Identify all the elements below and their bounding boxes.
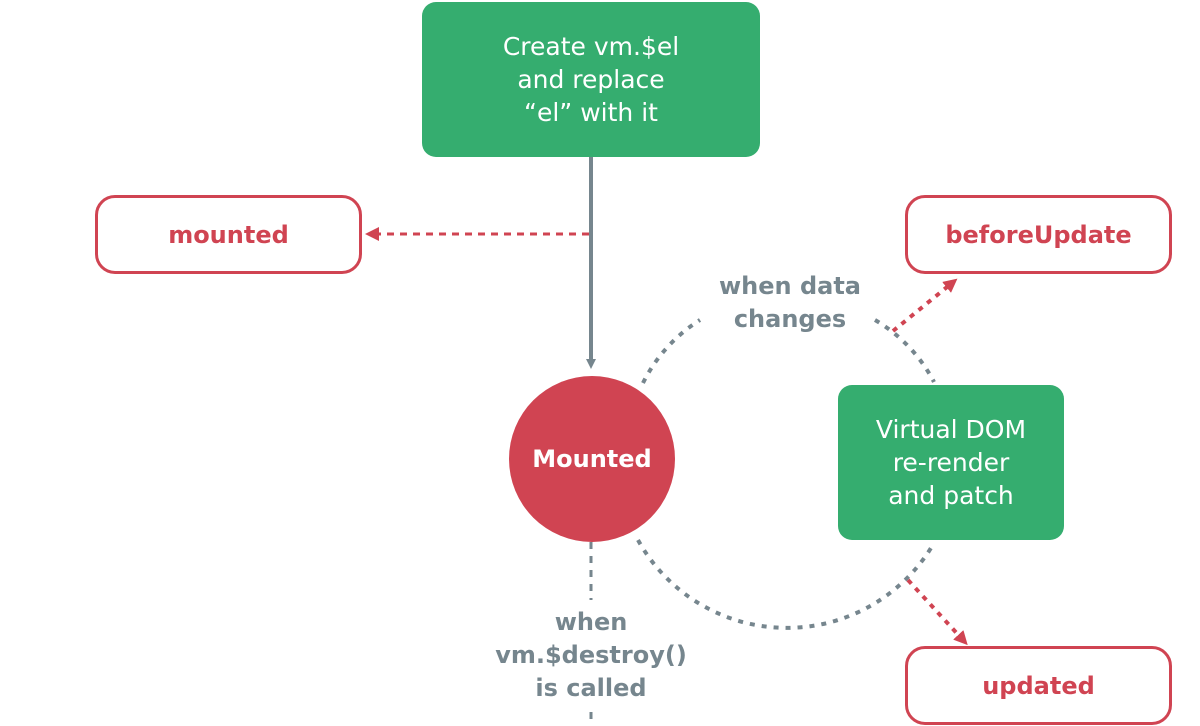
vdom-line: Virtual DOM [875, 415, 1027, 444]
vdom-line: and patch [888, 481, 1014, 510]
mounted-state-label: Mounted [532, 445, 652, 473]
mounted-hook-label: mounted [168, 220, 289, 249]
label-line: is called [535, 674, 647, 702]
when-destroy-label: when vm.$destroy() is called [471, 606, 711, 705]
vdom-rerender-box: Virtual DOM re-render and patch [838, 385, 1064, 540]
mounted-hook: mounted [95, 195, 362, 274]
create-el-box: Create vm.$el and replace “el” with it [422, 2, 760, 157]
create-el-line: and replace [517, 65, 665, 94]
create-el-line: Create vm.$el [502, 32, 680, 61]
when-data-changes-label: when data changes [695, 270, 885, 336]
update-loop-arc-bottom [636, 539, 936, 630]
update-loop-arc-top [641, 318, 702, 384]
create-el-line: “el” with it [524, 98, 658, 127]
updated-hook-label: updated [982, 671, 1095, 700]
arrow-to-before-update [891, 278, 958, 333]
vdom-line: re-render [892, 448, 1010, 477]
label-line: when data [718, 272, 862, 300]
before-update-hook-label: beforeUpdate [945, 220, 1132, 249]
mounted-state-circle: Mounted [509, 376, 675, 542]
label-line: vm.$destroy() [495, 641, 687, 669]
updated-hook: updated [905, 646, 1172, 725]
label-line: when [554, 608, 628, 636]
arrow-to-updated [906, 578, 968, 646]
label-line: changes [733, 305, 847, 333]
before-update-hook: beforeUpdate [905, 195, 1172, 274]
